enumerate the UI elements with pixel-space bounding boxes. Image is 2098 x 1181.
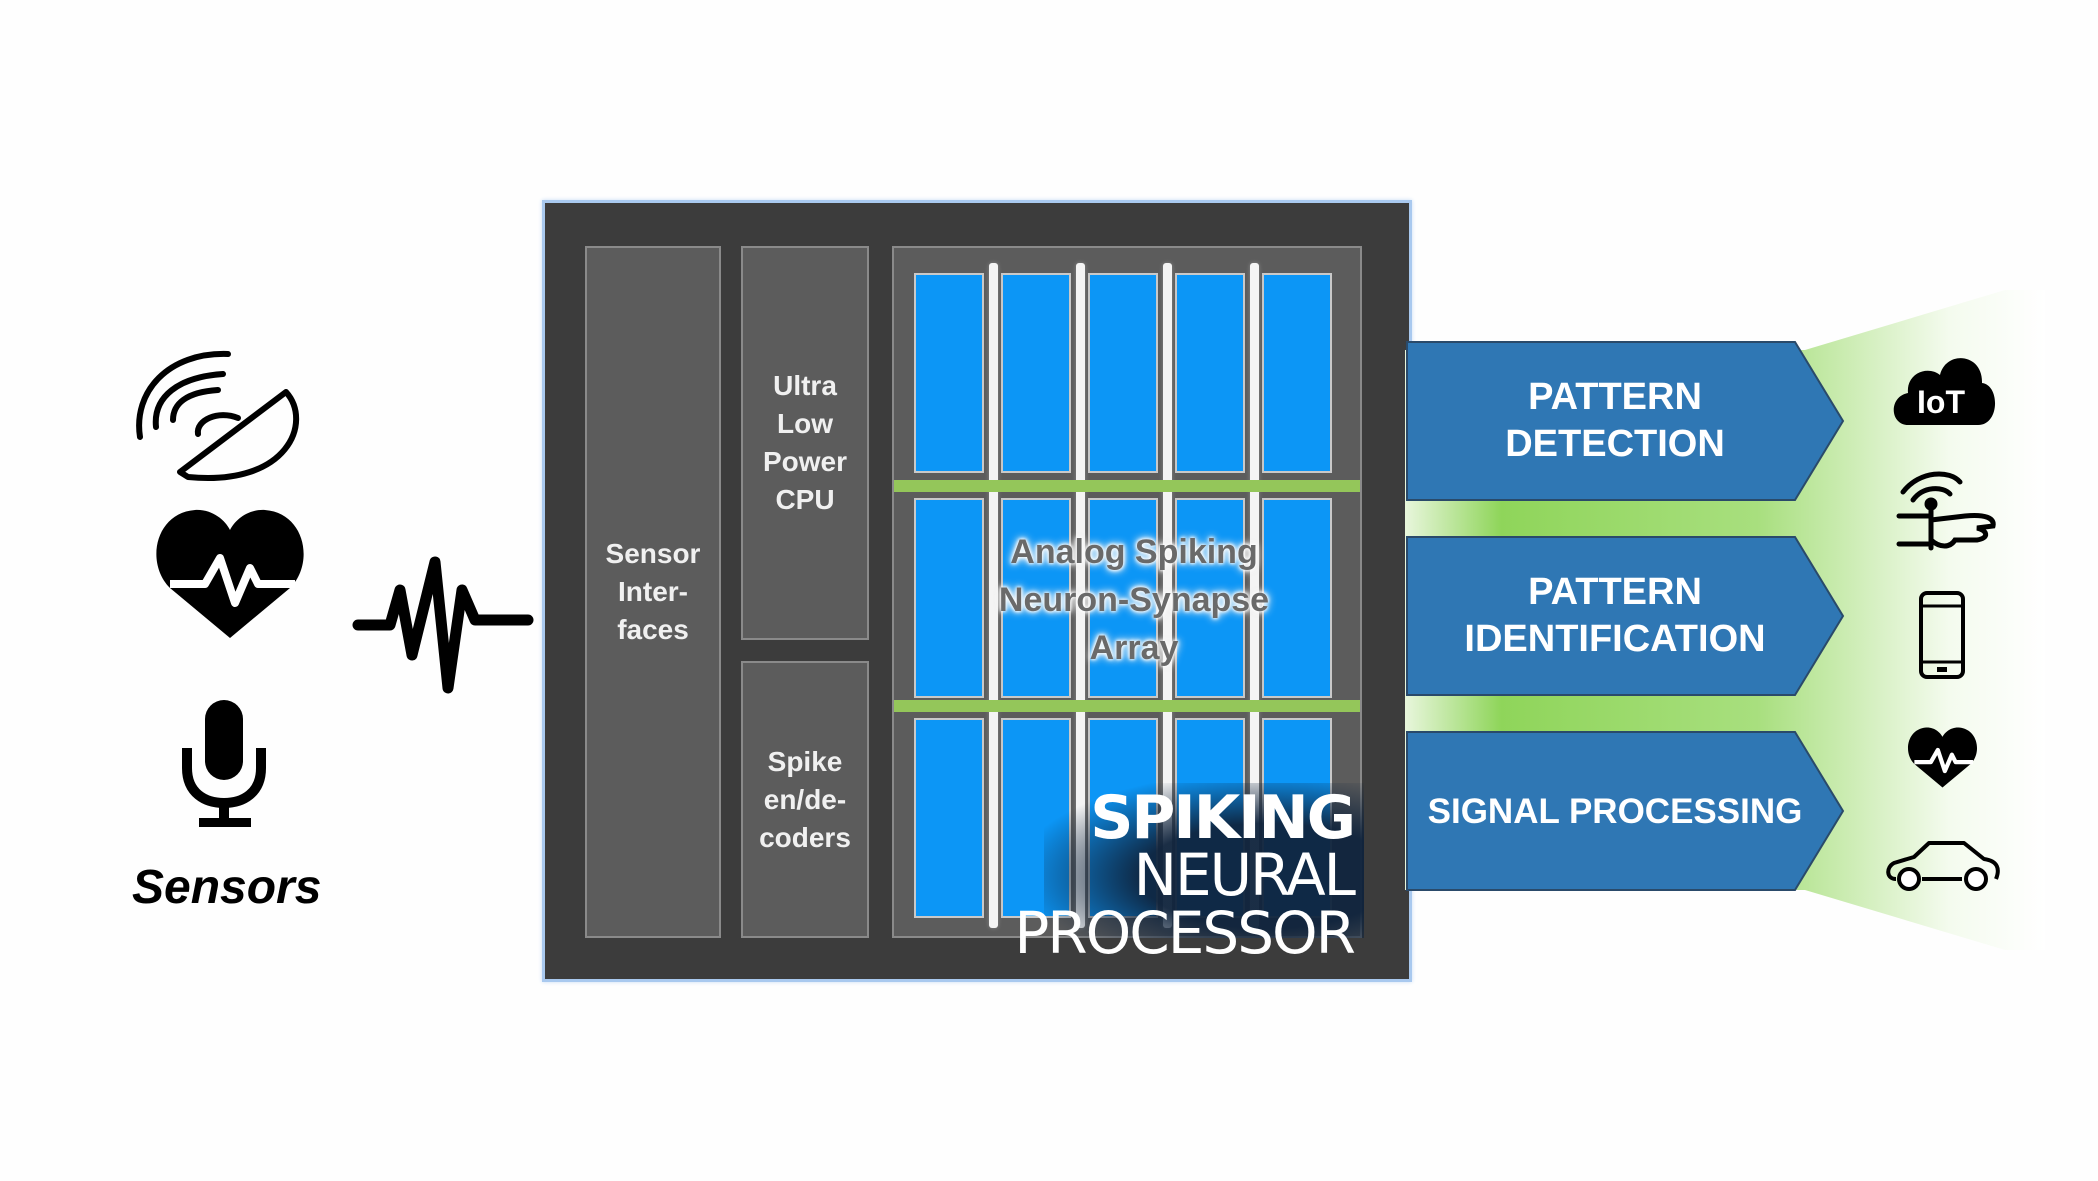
sensors-group: Sensors bbox=[120, 320, 360, 940]
output-arrow: PATTERN IDENTIFICATION bbox=[1405, 535, 1845, 697]
neuron-synapse-array: SPIKING NEURAL PROCESSOR Analog Spiking … bbox=[892, 246, 1364, 967]
output-arrow-label: SIGNAL PROCESSING bbox=[1427, 791, 1803, 831]
car-icon bbox=[1886, 841, 2000, 891]
heart-rate-icon-2 bbox=[1907, 727, 1978, 788]
spike-codec-label: Spike en/de- coders bbox=[759, 745, 851, 853]
cpu-label: Ultra Low Power CPU bbox=[762, 370, 848, 515]
neuron-cell bbox=[1262, 498, 1332, 698]
output-arrow: SIGNAL PROCESSING bbox=[1405, 730, 1845, 892]
spike-waveform-icon bbox=[352, 556, 534, 694]
neuron-cell bbox=[914, 498, 984, 698]
sensors-label: Sensors bbox=[132, 861, 322, 914]
output-arrow-label: PATTERN DETECTION bbox=[1505, 376, 1725, 465]
neuron-cell bbox=[1001, 498, 1071, 698]
iot-text: IoT bbox=[1917, 384, 1965, 420]
output-arrow: PATTERN DETECTION bbox=[1405, 340, 1845, 502]
neuron-cell bbox=[1175, 498, 1245, 698]
synapse-column-line bbox=[1249, 263, 1259, 928]
brand-badge: SPIKING NEURAL PROCESSOR bbox=[1014, 783, 1364, 967]
heart-rate-icon bbox=[156, 509, 304, 638]
sensor-interfaces-label: Sensor Inter- faces bbox=[605, 538, 701, 645]
interconnect-row-line bbox=[894, 700, 1360, 712]
processor-chip: Sensor Inter- faces Ultra Low Power CPU … bbox=[542, 200, 1412, 982]
brand-line-3: PROCESSOR bbox=[1014, 899, 1356, 967]
satellite-dish-icon bbox=[136, 350, 300, 482]
neuron-cell bbox=[1262, 273, 1332, 473]
wearable-icon bbox=[1896, 471, 1996, 551]
cpu-block: Ultra Low Power CPU bbox=[741, 246, 869, 640]
synapse-column-line bbox=[988, 263, 998, 928]
neuron-cell bbox=[1175, 273, 1245, 473]
sensor-interfaces-block: Sensor Inter- faces bbox=[585, 246, 721, 938]
microphone-icon bbox=[182, 700, 266, 827]
brand-line-2: NEURAL bbox=[1133, 841, 1356, 909]
spike-codec-block: Spike en/de- coders bbox=[741, 661, 869, 938]
synapse-column-line bbox=[1075, 263, 1085, 928]
neuron-cell bbox=[1088, 498, 1158, 698]
output-arrow-label: PATTERN IDENTIFICATION bbox=[1464, 571, 1766, 660]
iot-cloud-icon: IoT bbox=[1893, 358, 1996, 425]
neuron-cell bbox=[1001, 273, 1071, 473]
neuron-cell bbox=[914, 273, 984, 473]
smartphone-icon bbox=[1919, 591, 1965, 679]
array-label: Analog Spiking Neuron-Synapse Array bbox=[998, 533, 1270, 667]
neuron-cell bbox=[1088, 273, 1158, 473]
interconnect-row-line bbox=[894, 480, 1360, 492]
neuron-cell bbox=[914, 718, 984, 918]
synapse-column-line bbox=[1162, 263, 1172, 928]
brand-line-1: SPIKING bbox=[1090, 783, 1356, 853]
